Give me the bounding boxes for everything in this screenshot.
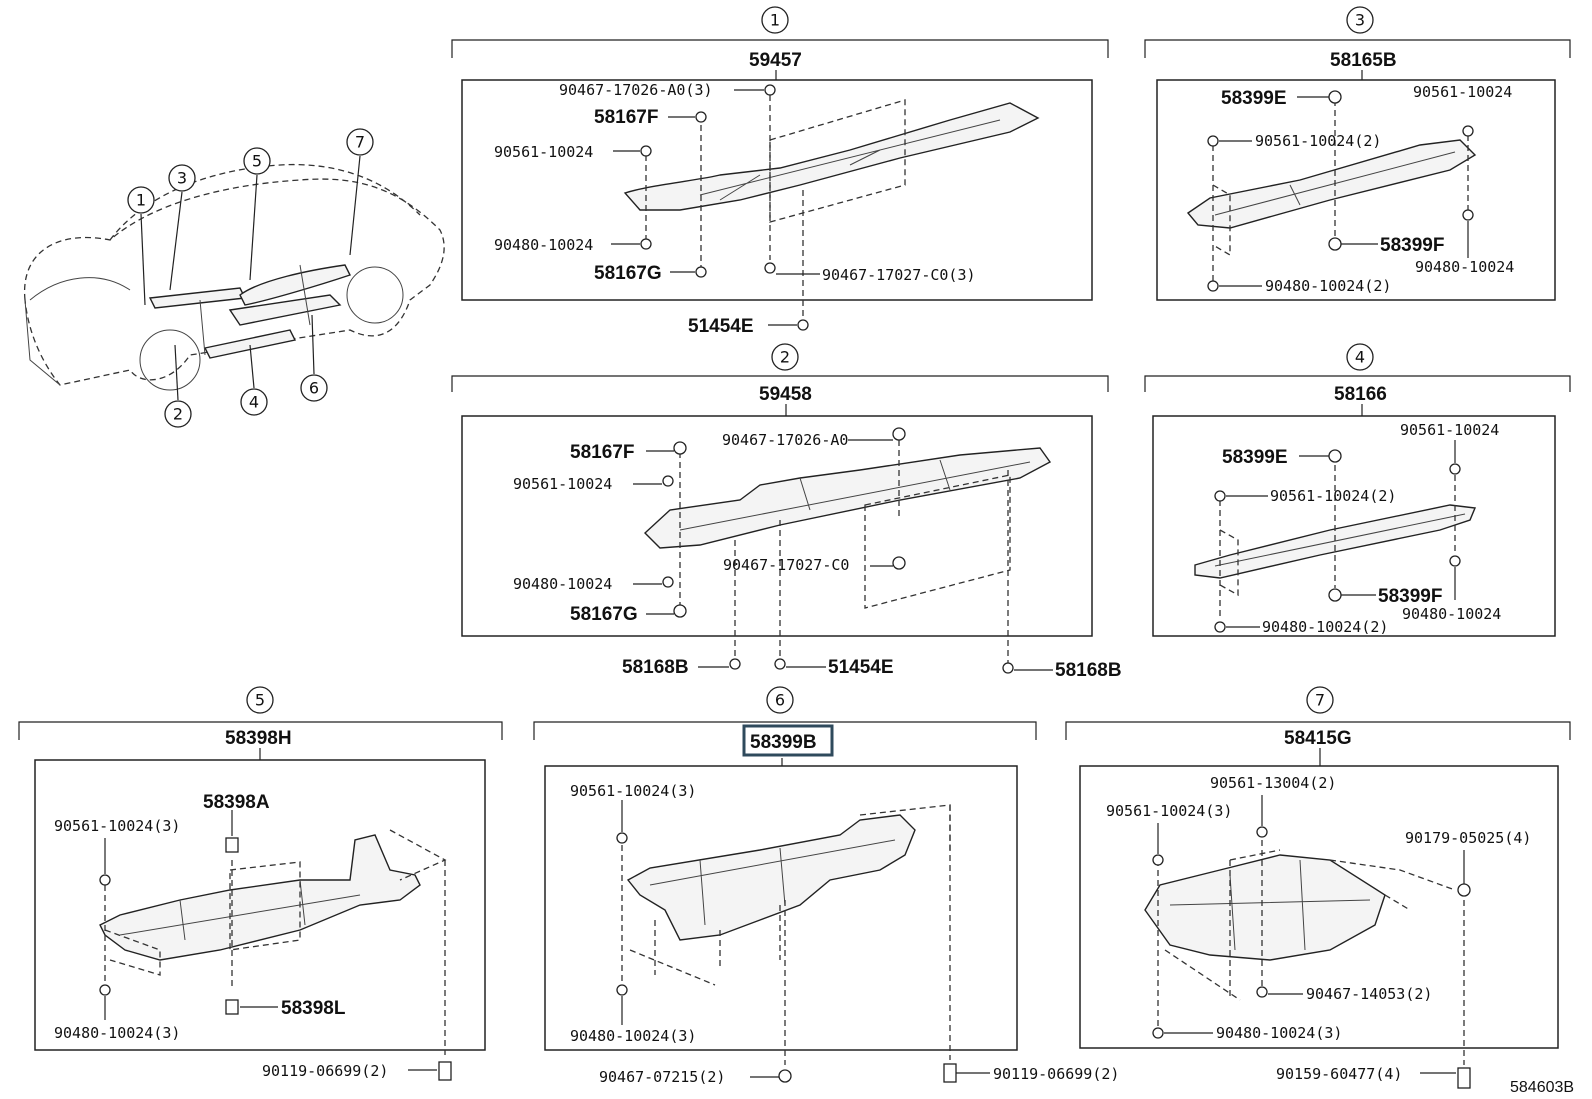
label-4-2[interactable]: 90561-10024(2) — [1270, 487, 1396, 505]
label-5-4[interactable]: 90119-06699(2) — [262, 1062, 388, 1080]
label-3-1[interactable]: 90561-10024 — [1413, 83, 1512, 101]
group-part-number[interactable]: 58165B — [1330, 50, 1397, 71]
overview-callout-1 — [127, 186, 155, 214]
overview-callout-4-text: 4 — [249, 393, 259, 412]
overview-callout-4 — [240, 388, 268, 416]
label-1-2[interactable]: 90561-10024 — [494, 143, 593, 161]
label-3-4[interactable]: 90480-10024 — [1415, 258, 1514, 276]
group-index: 7 — [1315, 691, 1325, 710]
group-58399B: 6 58399B 90561-10024(3) 90480-10024(3) 9… — [533, 686, 1119, 1086]
label-4-5[interactable]: 90480-10024(2) — [1262, 618, 1388, 636]
group-58165B: 3 58165B 58399E 90561-10024 90561-10024(… — [1144, 6, 1571, 301]
label-6-2[interactable]: 90467-07215(2) — [599, 1068, 725, 1086]
overview-callout-6-text: 6 — [309, 379, 319, 398]
label-4-3[interactable]: 58399F — [1378, 586, 1442, 607]
label-4-0[interactable]: 58399E — [1222, 447, 1288, 468]
label-6-0[interactable]: 90561-10024(3) — [570, 782, 696, 800]
label-5-1[interactable]: 90561-10024(3) — [54, 817, 180, 835]
label-2-1[interactable]: 90467-17026-A0 — [722, 431, 848, 449]
group-59457: 1 59457 90467-17026-A0(3) 58167F 90561-1… — [451, 6, 1109, 337]
overview-callout-1-text: 1 — [136, 191, 146, 210]
overview-callout-2-text: 2 — [173, 405, 183, 424]
overview-callout-2 — [164, 400, 192, 428]
group-part-number[interactable]: 58398H — [225, 728, 292, 749]
group-58398H: 5 58398H 58398A 90561-10024(3) 58398L 90… — [18, 686, 503, 1081]
group-58415G: 7 58415G 90561-13004(2) 90561-10024(3) 9… — [1065, 686, 1571, 1089]
label-4-4[interactable]: 90480-10024 — [1402, 605, 1501, 623]
label-3-2[interactable]: 90561-10024(2) — [1255, 132, 1381, 150]
label-5-2[interactable]: 58398L — [281, 998, 346, 1019]
overview-callout-7-text: 7 — [355, 133, 365, 152]
group-index: 1 — [770, 11, 780, 30]
label-1-3[interactable]: 90480-10024 — [494, 236, 593, 254]
label-2-4[interactable]: 90480-10024 — [513, 575, 612, 593]
label-2-5[interactable]: 58167G — [570, 604, 638, 625]
label-3-3[interactable]: 58399F — [1380, 235, 1444, 256]
label-7-5[interactable]: 90159-60477(4) — [1276, 1065, 1402, 1083]
overview-callout-3-text: 3 — [177, 169, 187, 188]
group-part-number[interactable]: 59458 — [759, 384, 812, 405]
overview-callout-6 — [300, 374, 328, 402]
label-3-5[interactable]: 90480-10024(2) — [1265, 277, 1391, 295]
group-part-number[interactable]: 59457 — [749, 50, 802, 71]
label-7-3[interactable]: 90467-14053(2) — [1306, 985, 1432, 1003]
label-3-0[interactable]: 58399E — [1221, 88, 1287, 109]
label-5-0[interactable]: 58398A — [203, 792, 270, 813]
label-7-1[interactable]: 90561-10024(3) — [1106, 802, 1232, 820]
group-index: 4 — [1355, 348, 1365, 367]
label-2-3[interactable]: 90467-17027-C0 — [723, 556, 849, 574]
label-7-0[interactable]: 90561-13004(2) — [1210, 774, 1336, 792]
label-7-4[interactable]: 90480-10024(3) — [1216, 1024, 1342, 1042]
label-2-7[interactable]: 51454E — [828, 657, 894, 678]
label-2-0[interactable]: 58167F — [570, 442, 634, 463]
label-2-2[interactable]: 90561-10024 — [513, 475, 612, 493]
label-1-0[interactable]: 90467-17026-A0(3) — [559, 81, 713, 99]
label-4-1[interactable]: 90561-10024 — [1400, 421, 1499, 439]
group-index: 5 — [255, 691, 265, 710]
label-7-2[interactable]: 90179-05025(4) — [1405, 829, 1531, 847]
label-1-1[interactable]: 58167F — [594, 107, 658, 128]
overview-callout-5-text: 5 — [252, 152, 262, 171]
group-index: 3 — [1355, 11, 1365, 30]
label-5-3[interactable]: 90480-10024(3) — [54, 1024, 180, 1042]
group-58166: 4 58166 58399E 90561-10024 90561-10024(2… — [1144, 343, 1571, 637]
group-part-number[interactable]: 58415G — [1284, 728, 1352, 749]
car-overview: 1 3 5 7 2 4 6 — [23, 128, 445, 428]
group-part-number[interactable]: 58399B — [750, 732, 817, 753]
group-part-number[interactable]: 58166 — [1334, 384, 1387, 405]
group-index: 6 — [775, 691, 785, 710]
label-6-1[interactable]: 90480-10024(3) — [570, 1027, 696, 1045]
overview-callout-7 — [346, 128, 374, 156]
label-1-6[interactable]: 51454E — [688, 316, 754, 337]
label-6-3[interactable]: 90119-06699(2) — [993, 1065, 1119, 1083]
label-2-8[interactable]: 58168B — [1055, 660, 1122, 681]
highlight-box — [742, 724, 834, 757]
label-1-4[interactable]: 58167G — [594, 263, 662, 284]
label-2-6[interactable]: 58168B — [622, 657, 689, 678]
label-1-5[interactable]: 90467-17027-C0(3) — [822, 266, 976, 284]
overview-callout-5 — [243, 147, 271, 175]
overview-callout-3 — [168, 164, 196, 192]
diagram-id: 584603B — [1510, 1079, 1574, 1096]
group-index: 2 — [780, 348, 790, 367]
group-59458: 2 59458 58167F 90467-17026-A0 90561-1002… — [451, 343, 1122, 681]
